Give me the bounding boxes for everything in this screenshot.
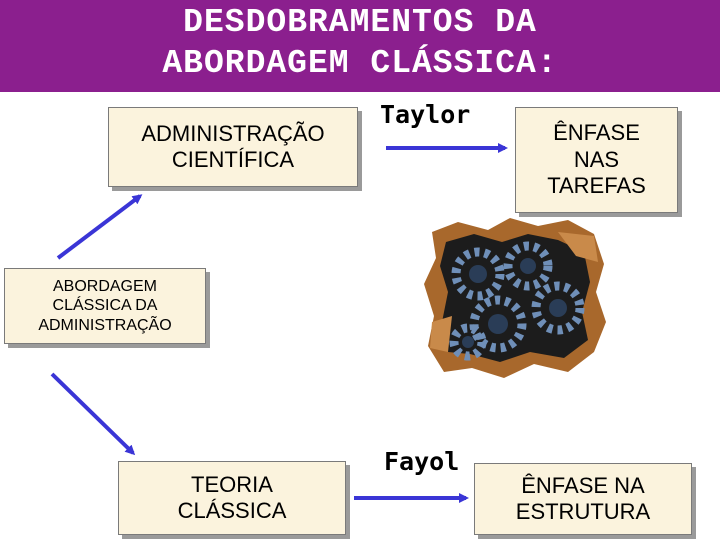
arrow-to-administracao-cientifica [56, 194, 143, 260]
box-administracao-cientifica: ADMINISTRAÇÃO CIENTÍFICA [108, 107, 358, 187]
box-abordagem-classica-text: ABORDAGEM CLÁSSICA DA ADMINISTRAÇÃO [38, 278, 172, 334]
gears-image [424, 218, 606, 378]
page-title-line-2: ABORDAGEM CLÁSSICA: [162, 45, 558, 82]
label-taylor: Taylor [380, 100, 471, 129]
page-title-line-1: DESDOBRAMENTOS DA [183, 4, 537, 41]
box-enfase-tarefas: ÊNFASE NAS TAREFAS [515, 107, 678, 213]
arrow-to-teoria-classica [50, 372, 136, 456]
title-bar: DESDOBRAMENTOS DA ABORDAGEM CLÁSSICA: [0, 0, 720, 92]
box-enfase-estrutura-text: ÊNFASE NA ESTRUTURA [515, 472, 651, 524]
box-teoria-classica: TEORIA CLÁSSICA [118, 461, 346, 535]
box-enfase-estrutura: ÊNFASE NA ESTRUTURA [474, 463, 692, 535]
label-fayol: Fayol [384, 447, 460, 476]
box-teoria-classica-text: TEORIA CLÁSSICA [177, 471, 287, 523]
box-enfase-tarefas-text: ÊNFASE NAS TAREFAS [547, 120, 646, 199]
box-administracao-cientifica-text: ADMINISTRAÇÃO CIENTÍFICA [141, 120, 325, 172]
box-abordagem-classica: ABORDAGEM CLÁSSICA DA ADMINISTRAÇÃO [4, 268, 206, 344]
